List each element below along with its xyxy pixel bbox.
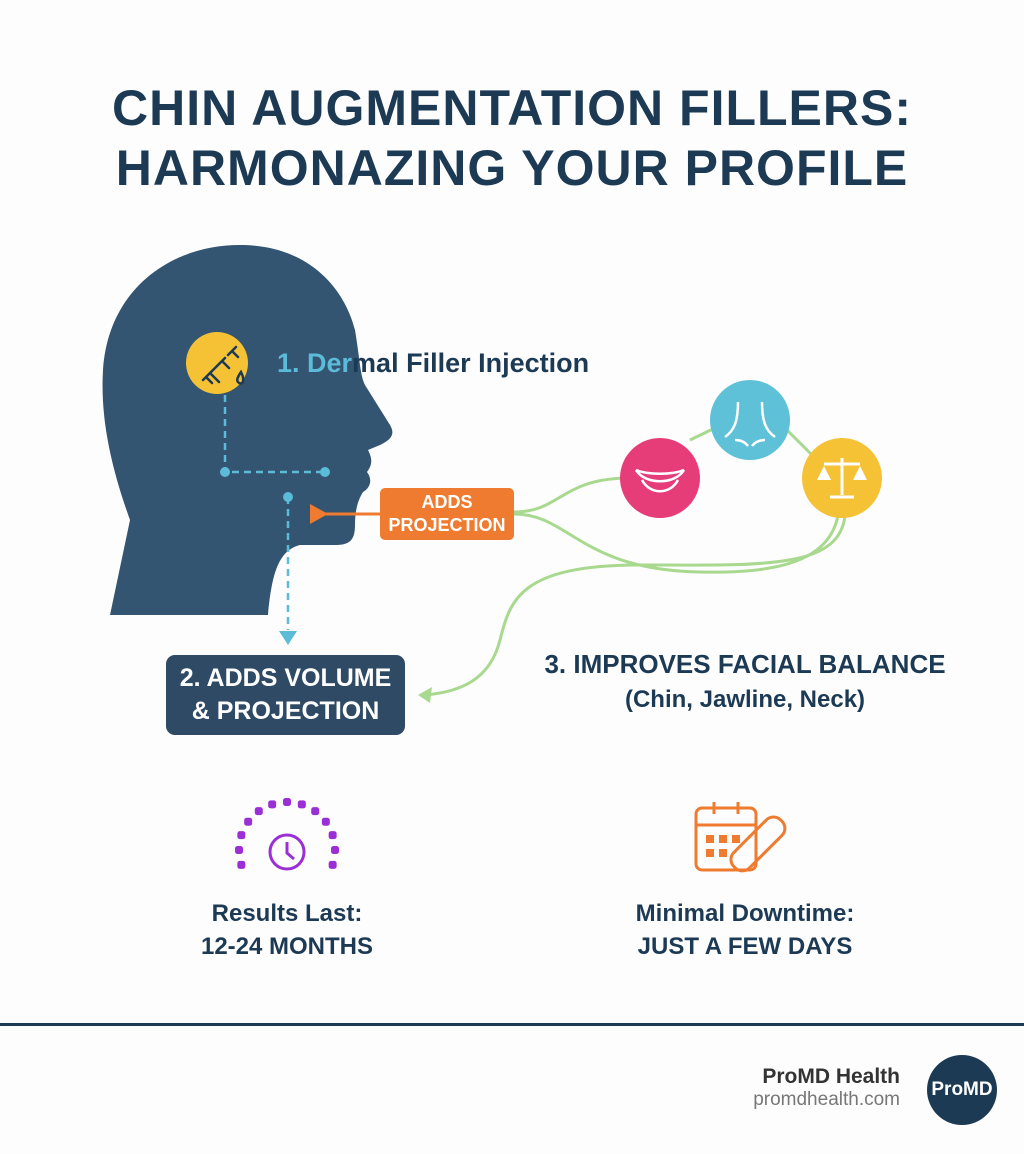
progress-dot	[328, 831, 337, 840]
head-silhouette	[102, 245, 393, 615]
balance-scale-icon	[802, 438, 882, 518]
arrow-left-icon	[418, 687, 432, 703]
progress-dot	[311, 807, 320, 816]
progress-dot	[268, 800, 277, 809]
connector-lines	[424, 426, 847, 697]
downtime-caption: Minimal Downtime:JUST A FEW DAYS	[635, 900, 855, 960]
progress-dot	[321, 817, 330, 826]
progress-dot	[328, 860, 337, 869]
progress-dot	[235, 846, 243, 854]
progress-dot	[283, 798, 291, 806]
neck-icon	[710, 380, 790, 460]
results-caption: Results Last:12-24 MONTHS	[200, 900, 374, 960]
calendar-bandage-icon	[694, 802, 787, 873]
arrow-down-icon	[279, 631, 297, 645]
page-title: CHIN AUGMENTATION FILLERS:HARMONAZING YO…	[112, 80, 912, 196]
syringe-circle	[186, 332, 248, 394]
progress-dot	[254, 807, 263, 816]
lips-icon	[620, 438, 700, 518]
arrow-left-icon	[310, 504, 328, 524]
progress-dot	[331, 846, 339, 854]
promd-logo: ProMD	[927, 1055, 997, 1125]
step1-label: 1. Dermal Filler Injection	[277, 348, 590, 378]
syringe-icon	[201, 345, 245, 385]
progress-dot	[237, 831, 246, 840]
progress-dot	[244, 817, 253, 826]
step3-label: 3. IMPROVES FACIAL BALANCE(Chin, Jawline…	[544, 649, 946, 713]
footer-divider	[0, 1023, 1024, 1026]
progress-ring-dots	[235, 798, 339, 869]
progress-dot	[237, 860, 246, 869]
progress-dot	[297, 800, 306, 809]
step2-box: 2. ADDS VOLUME& PROJECTION	[166, 655, 405, 735]
